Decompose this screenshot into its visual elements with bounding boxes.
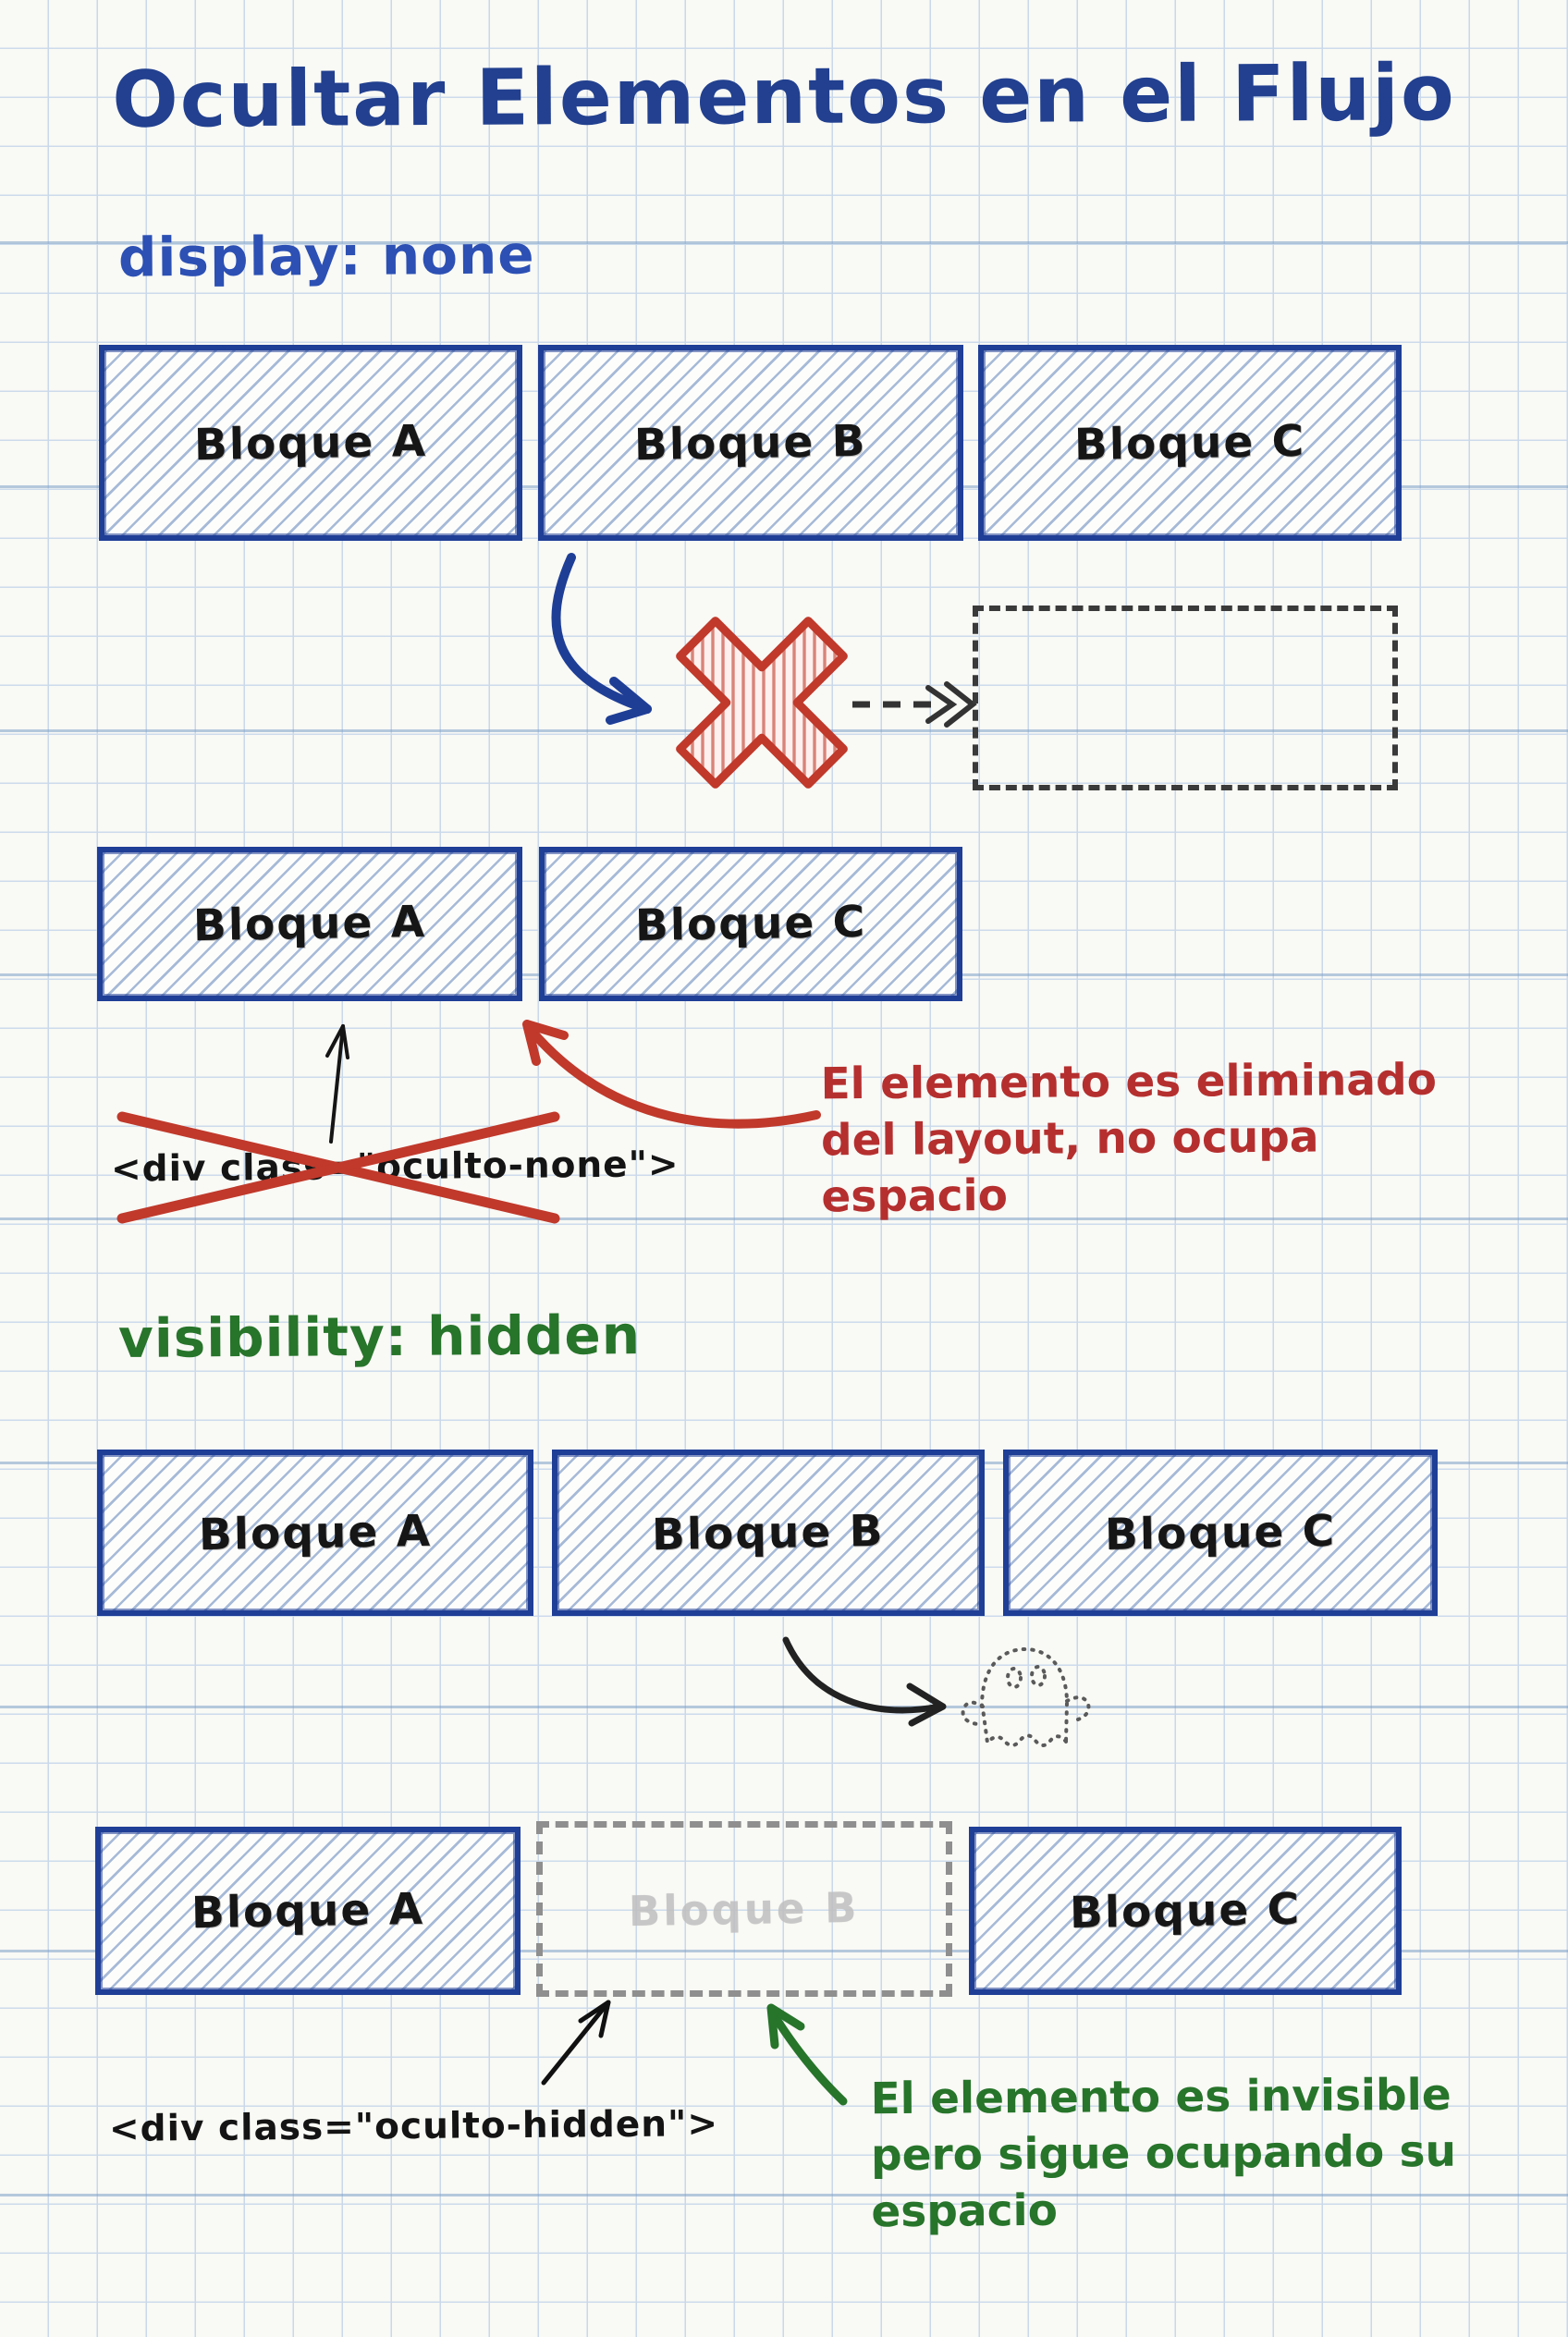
annotation-line: El elemento es eliminado [820,1054,1438,1110]
block-c-after-hidden: Bloque C [969,1827,1402,1995]
block-label: Bloque A [198,1505,433,1560]
block-c-before-none: Bloque C [978,345,1402,541]
black-curved-arrow-icon [782,1636,947,1727]
annotation-line: del layout, no ocupa [820,1111,1319,1167]
block-label: Bloque A [192,896,427,952]
block-label: Bloque A [193,415,428,471]
block-label: Bloque C [1104,1505,1337,1560]
code-oculto-hidden: <div class="oculto-hidden"> [108,2103,719,2150]
block-a-after-hidden: Bloque A [95,1827,521,1995]
block-label: Bloque B [633,415,868,471]
red-x-icon [676,617,848,789]
block-a-before-none: Bloque A [99,345,522,541]
dashed-arrow-icon [852,681,977,728]
red-curved-arrow-icon [522,1020,821,1129]
section-heading-display-none: display: none [117,223,535,289]
hidden-block-label: Bloque B [628,1882,861,1936]
section-heading-visibility-hidden: visibility: hidden [117,1303,642,1370]
up-arrow-icon [325,1024,349,1144]
block-label: Bloque C [634,896,867,952]
annotation-line: El elemento es invisible [870,2069,1452,2125]
annotation-line: espacio [821,1169,1009,1223]
annotation-visibility-hidden: El elemento es invisible pero sigue ocup… [870,2067,1456,2240]
annotation-line: pero sigue ocupando su [870,2125,1457,2182]
up-right-arrow-icon [541,2000,611,2086]
annotation-line: espacio [871,2184,1059,2238]
block-a-after-none: Bloque A [97,847,522,1001]
block-c-before-hidden: Bloque C [1003,1450,1438,1616]
annotation-display-none: El elemento es eliminado del layout, no … [820,1052,1438,1226]
block-c-after-none: Bloque C [539,847,962,1001]
ghost-icon [961,1646,1091,1747]
block-label: Bloque C [1073,415,1306,471]
green-curved-arrow-icon [766,2003,848,2106]
page-title: Ocultar Elementos en el Flujo [112,47,1456,145]
block-b-before-none: Bloque B [538,345,963,541]
hidden-block-placeholder: Bloque B [536,1821,952,1997]
block-a-before-hidden: Bloque A [97,1450,533,1616]
curved-arrow-icon [551,553,652,725]
block-label: Bloque A [190,1883,425,1939]
removed-block-placeholder [973,606,1398,790]
block-b-before-hidden: Bloque B [552,1450,985,1616]
red-strikethrough-icon [116,1111,560,1224]
block-label: Bloque C [1069,1883,1302,1939]
block-label: Bloque B [651,1505,886,1560]
